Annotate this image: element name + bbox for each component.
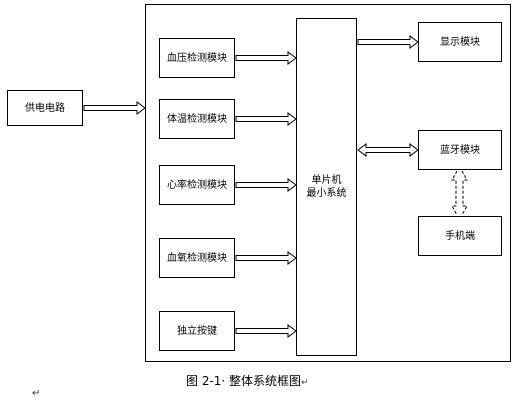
bp-module-box: 血压检测模块 xyxy=(159,38,235,78)
temp-module-box: 体温检测模块 xyxy=(159,99,235,139)
temp-module-label: 体温检测模块 xyxy=(167,113,227,125)
bluetooth-module-box: 蓝牙模块 xyxy=(418,130,502,170)
spo2-module-label: 血氧检测模块 xyxy=(167,252,227,264)
bp-module-label: 血压检测模块 xyxy=(167,52,227,64)
figure-caption: 图 2-1· 整体系统框图↵ xyxy=(186,374,309,388)
arrow-power-to-system xyxy=(83,101,146,115)
display-module-box: 显示模块 xyxy=(418,22,502,62)
arrow-spo2-to-mcu xyxy=(235,251,297,265)
wireless-link xyxy=(451,170,468,216)
caption-return-mark: ↵ xyxy=(301,378,309,388)
spo2-module-box: 血氧检测模块 xyxy=(159,238,235,278)
arrow-temp-to-mcu xyxy=(235,112,297,126)
mcu-label-line1: 单片机 xyxy=(311,175,342,186)
display-module-label: 显示模块 xyxy=(440,36,480,48)
bluetooth-module-label: 蓝牙模块 xyxy=(440,144,480,156)
phone-label: 手机端 xyxy=(445,230,475,242)
system-frame xyxy=(145,4,511,362)
arrow-mcu-to-display xyxy=(357,35,419,49)
button-module-box: 独立按键 xyxy=(159,311,235,351)
arrow-button-to-mcu xyxy=(235,324,297,338)
mcu-label-line2: 最小系统 xyxy=(306,188,347,199)
hr-module-label: 心率检测模块 xyxy=(167,179,227,191)
arrow-mcu-bluetooth xyxy=(357,143,419,157)
arrow-bp-to-mcu xyxy=(235,51,297,65)
arrow-hr-to-mcu xyxy=(235,178,297,192)
hr-module-box: 心率检测模块 xyxy=(159,165,235,205)
button-module-label: 独立按键 xyxy=(177,325,217,337)
power-supply-label: 供电电路 xyxy=(25,102,65,114)
mcu-box: 单片机 最小系统 xyxy=(296,18,357,356)
paragraph-mark: ↵ xyxy=(32,388,41,399)
phone-box: 手机端 xyxy=(418,216,502,256)
power-supply-box: 供电电路 xyxy=(7,90,83,126)
